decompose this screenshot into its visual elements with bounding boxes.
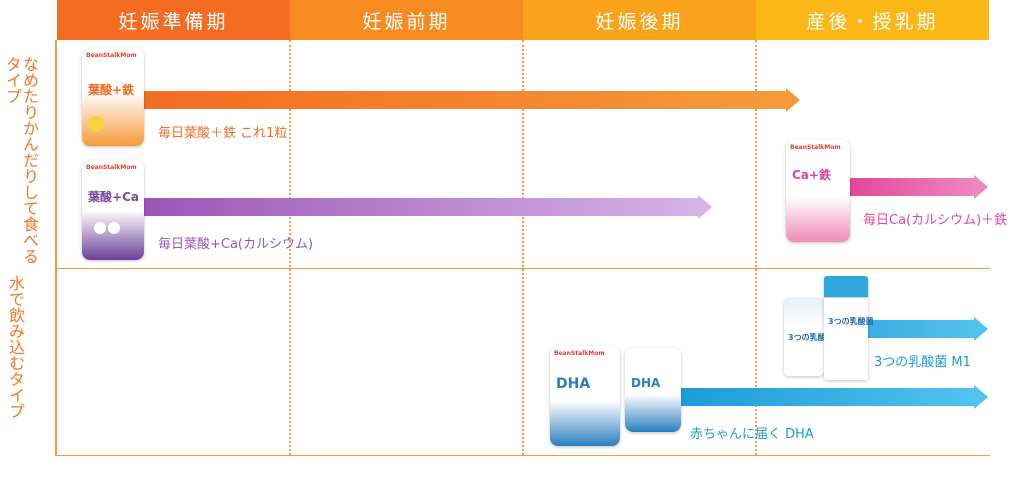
- dha-caption: 赤ちゃんに届く DHA: [690, 427, 814, 442]
- folic-iron-caption: 毎日葉酸＋鉄 これ1粒: [158, 126, 288, 141]
- brand-logo: BeanStalkMom: [554, 350, 605, 357]
- phase-divider-3: [755, 40, 757, 455]
- ca-iron-caption: 毎日Ca(カルシウム)＋鉄: [863, 213, 1008, 228]
- phase-header-late-pregnancy: 妊娠後期: [523, 0, 756, 40]
- left-divider: [55, 40, 57, 455]
- package-label: Ca+鉄: [792, 168, 831, 182]
- package-label: 葉酸+Ca: [88, 190, 139, 204]
- folic-iron-period-arrow: [142, 88, 800, 112]
- bottom-divider: [55, 455, 990, 456]
- phase-header-early-pregnancy: 妊娠前期: [290, 0, 523, 40]
- package-label: 葉酸+鉄: [88, 83, 135, 97]
- brand-logo: BeanStalkMom: [86, 164, 137, 171]
- dha-package-small[interactable]: DHA: [625, 348, 681, 432]
- package-label: 3つの乳酸菌: [828, 317, 874, 326]
- dha-period-arrow: [672, 385, 988, 409]
- folic-ca-caption: 毎日葉酸+Ca(カルシウム): [158, 237, 314, 252]
- brand-logo: BeanStalkMom: [790, 144, 841, 151]
- category-chewable: なめたりかんだりして食べるタイプ: [3, 56, 39, 264]
- tablet-illustration: [108, 222, 120, 234]
- lactic-m1-caption: 3つの乳酸菌 M1: [874, 355, 971, 370]
- folic-iron-package[interactable]: BeanStalkMom 葉酸+鉄: [82, 48, 144, 146]
- lactic-m1-box[interactable]: 3つの乳酸菌: [824, 276, 874, 380]
- phase-header-postpartum: 産後・授乳期: [756, 0, 989, 40]
- package-label: DHA: [631, 376, 661, 390]
- package-label: 3つの乳酸菌: [788, 333, 834, 342]
- ca-iron-period-arrow: [848, 175, 988, 199]
- lactic-m1-period-arrow: [848, 317, 988, 341]
- lactic-m1-bottle[interactable]: 3つの乳酸菌: [784, 298, 834, 376]
- ca-iron-package[interactable]: BeanStalkMom Ca+鉄: [786, 140, 850, 242]
- package-label: DHA: [556, 376, 591, 392]
- phase-divider-1: [289, 40, 291, 455]
- brand-logo: BeanStalkMom: [86, 52, 137, 59]
- dha-package-large[interactable]: BeanStalkMom DHA: [550, 346, 620, 446]
- category-water: 水で飲み込むタイプ: [6, 275, 25, 419]
- folic-ca-package[interactable]: BeanStalkMom 葉酸+Ca: [82, 160, 144, 260]
- phase-divider-2: [522, 40, 524, 455]
- tablet-illustration: [94, 222, 106, 234]
- fruit-illustration: [88, 116, 104, 132]
- folic-ca-period-arrow: [142, 195, 712, 219]
- phase-header-preparation: 妊娠準備期: [57, 0, 290, 40]
